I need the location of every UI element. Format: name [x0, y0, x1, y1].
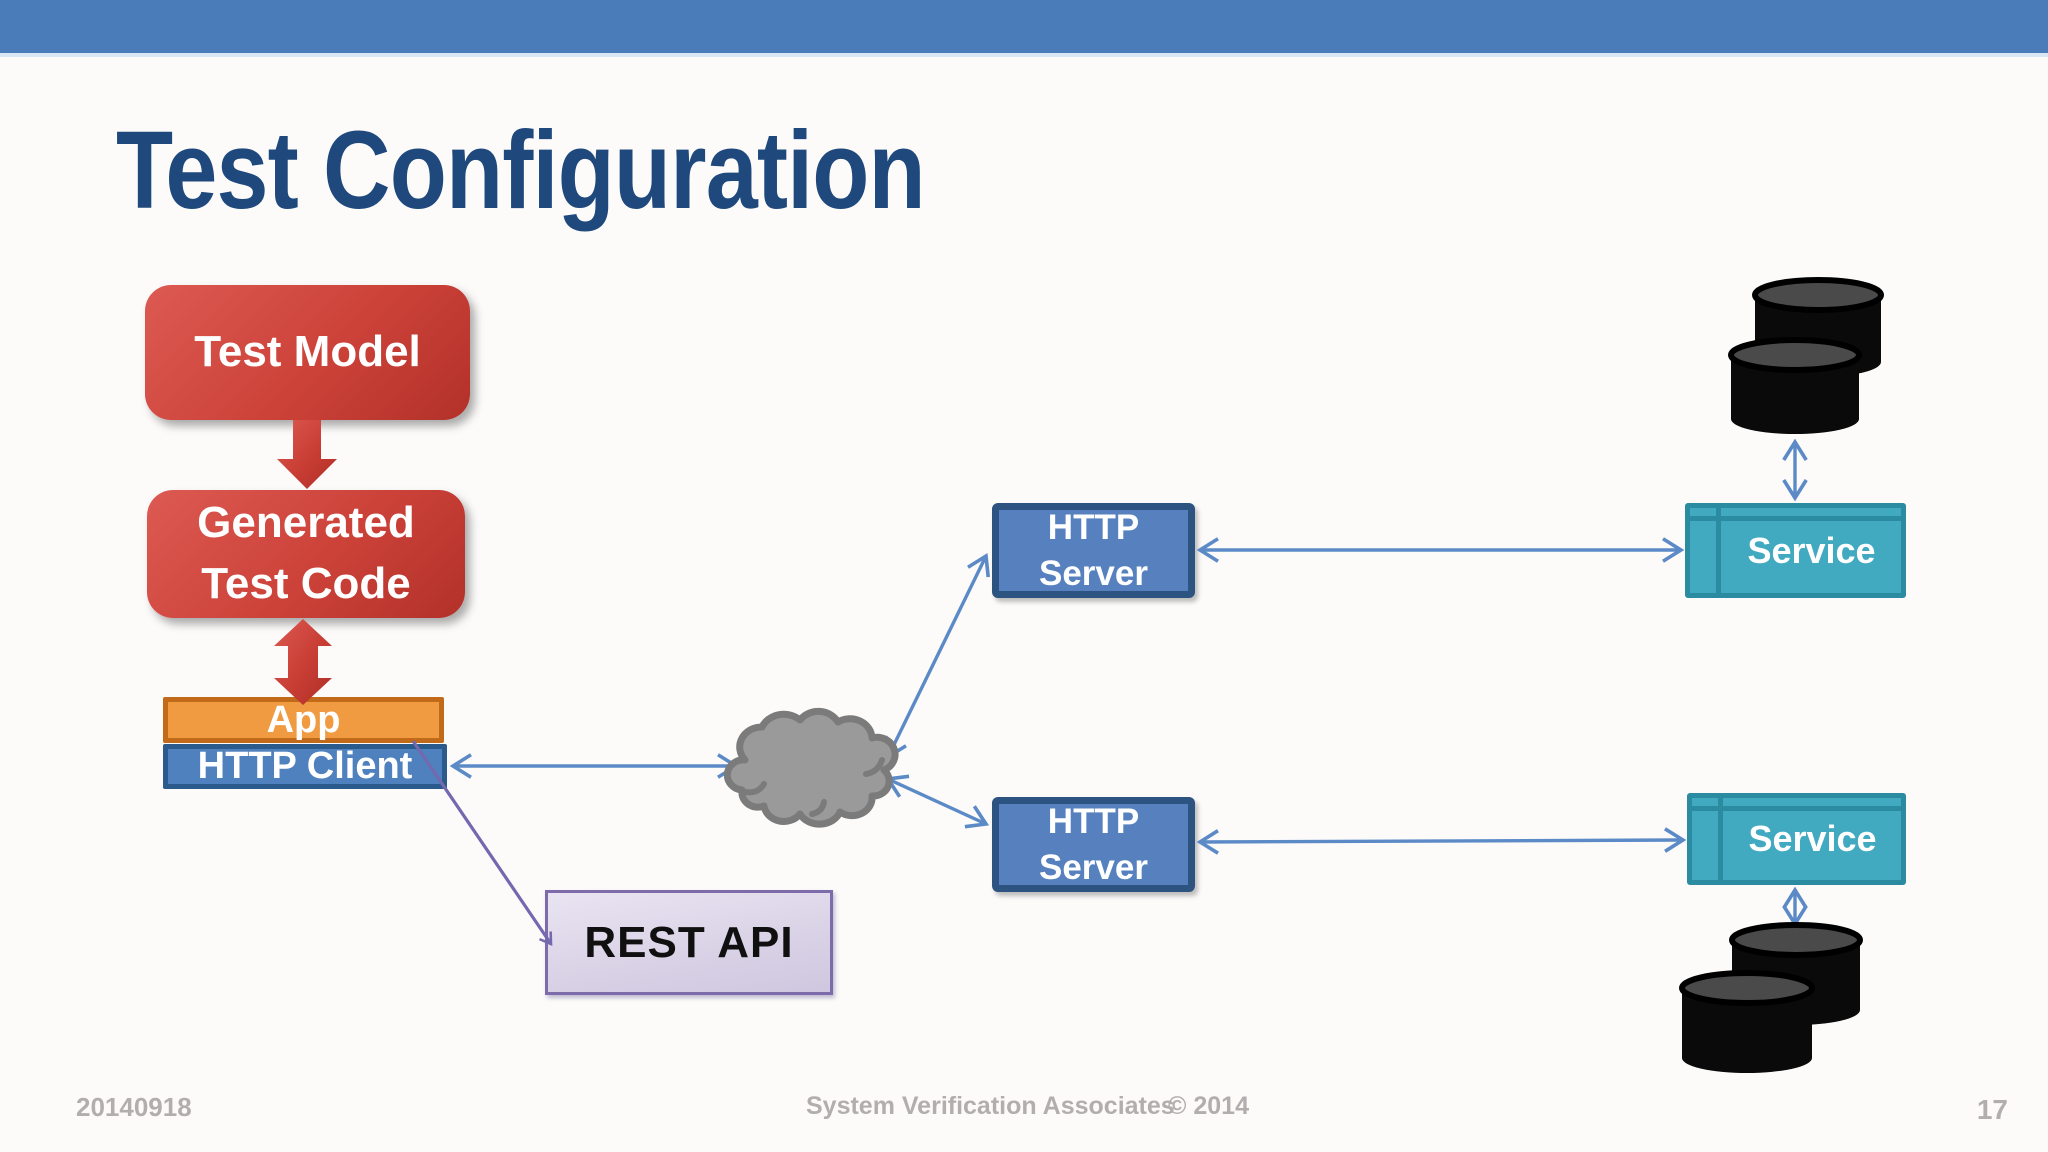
generated-test-code-label-line1: Generated: [197, 498, 415, 548]
app-label: App: [266, 698, 341, 741]
service-top-node: Service: [1685, 503, 1906, 598]
test-model-label: Test Model: [194, 327, 421, 377]
footer-page-number: 17: [1976, 1094, 2008, 1125]
database-stack-bottom-icon: [1679, 922, 1863, 1073]
connector-cloud-server-top: [883, 552, 991, 761]
rest-api-node: REST API: [545, 890, 833, 995]
arrow-code-to-app: [274, 619, 332, 705]
test-model-node: Test Model: [145, 285, 470, 420]
generated-test-code-node: Generated Test Code: [147, 490, 465, 618]
footer-company: System Verification Associates: [806, 1092, 1175, 1120]
header-accent-bar: [0, 0, 2048, 57]
generated-test-code-label-line2: Test Code: [201, 559, 411, 608]
http-server-bottom-label-line2: Server: [1039, 847, 1148, 887]
service-top-divider-vertical: [1716, 508, 1721, 593]
service-bottom-divider-vertical: [1718, 798, 1723, 880]
rest-api-label: REST API: [584, 917, 794, 967]
service-top-label: Service: [1747, 529, 1876, 571]
http-server-bottom-label-line1: HTTP: [1047, 802, 1140, 841]
http-server-bottom-node: HTTP Server: [992, 797, 1195, 892]
arrow-model-to-code: [277, 420, 337, 489]
http-server-top-label-line1: HTTP: [1047, 508, 1140, 547]
service-bottom-divider-horizontal: [1692, 806, 1901, 811]
http-server-top-label-line2: Server: [1039, 553, 1148, 593]
footer-date: 20140918: [76, 1092, 192, 1122]
service-bottom-label: Service: [1748, 818, 1877, 859]
http-client-node: HTTP Client: [163, 744, 447, 789]
page-title: Test Configuration: [116, 109, 926, 232]
http-server-top-node: HTTP Server: [992, 503, 1195, 598]
database-stack-top-icon: [1728, 277, 1884, 434]
footer-copyright: © 2014: [1168, 1092, 1249, 1120]
http-client-label: HTTP Client: [197, 745, 413, 787]
service-bottom-node: Service: [1687, 793, 1906, 885]
connector-server-service-bottom: [1196, 827, 1687, 855]
network-cloud-icon: [723, 707, 899, 828]
service-top-divider-horizontal: [1690, 516, 1901, 521]
connector-cloud-server-bottom: [884, 774, 990, 829]
app-node: App: [163, 697, 444, 743]
